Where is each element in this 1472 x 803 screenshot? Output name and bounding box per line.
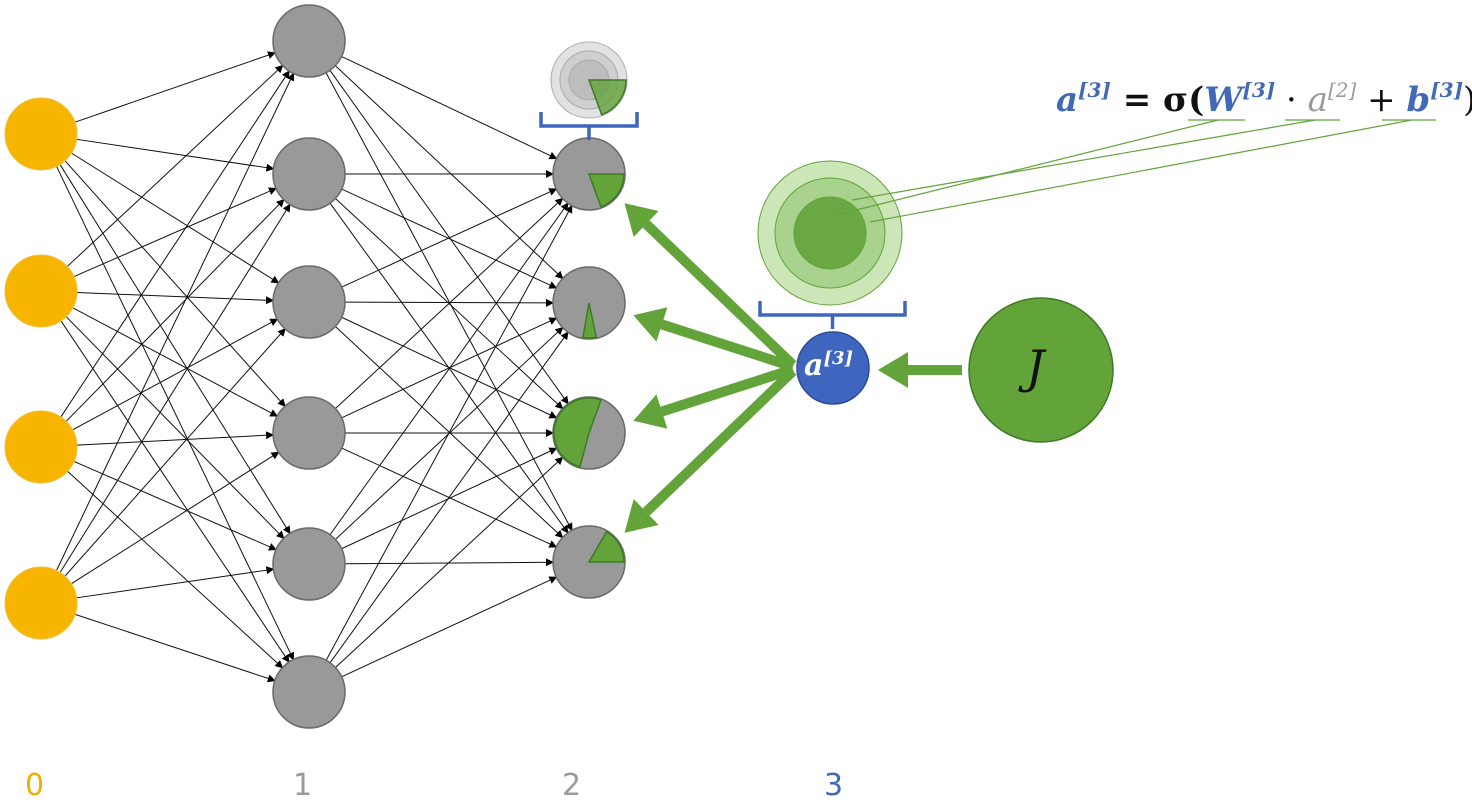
connection <box>341 188 558 288</box>
input-neuron <box>4 97 78 171</box>
connection <box>71 451 280 585</box>
connection <box>344 298 555 307</box>
connection <box>64 328 286 577</box>
connection <box>56 166 294 661</box>
connection <box>66 64 284 267</box>
backprop-arrow <box>642 367 797 516</box>
connection <box>325 204 573 661</box>
connection <box>341 576 558 678</box>
connection <box>60 70 290 418</box>
connection <box>325 72 573 532</box>
pointer-line <box>851 119 1316 201</box>
weight-share-wedge <box>587 79 627 116</box>
connection <box>60 320 290 663</box>
neurons <box>4 4 1114 729</box>
connection <box>76 138 275 172</box>
backprop-arrow-head <box>624 499 659 533</box>
hidden-neuron-layer1 <box>272 655 346 729</box>
connection <box>76 291 275 305</box>
connection <box>76 431 275 446</box>
connection <box>329 202 569 536</box>
activation-component-circle <box>793 196 867 270</box>
connection <box>75 613 276 683</box>
layer-label-3: 3 <box>824 768 844 803</box>
input-neuron <box>4 410 78 484</box>
connection <box>74 51 276 123</box>
connection <box>335 197 564 409</box>
connection <box>335 456 564 668</box>
backprop-arrow-head <box>633 307 668 342</box>
backprop-arrow <box>642 220 797 369</box>
connection <box>329 70 569 405</box>
connection <box>64 160 286 407</box>
backprop-arrow-head <box>633 394 668 429</box>
hidden-neuron-layer1 <box>272 4 346 78</box>
hidden-neuron-layer1 <box>272 396 346 470</box>
cost-label: J <box>1026 340 1045 394</box>
connections <box>56 51 573 683</box>
connection <box>65 198 285 422</box>
connection <box>73 460 277 551</box>
grouping-brace <box>539 112 639 140</box>
layer-label-2: 2 <box>562 768 582 803</box>
layer-label-1: 1 <box>293 768 313 803</box>
connection <box>59 164 291 535</box>
gradient-share-wedge <box>582 302 598 339</box>
input-neuron <box>4 254 78 328</box>
cost-arrow-head <box>878 352 908 388</box>
gradient-share-wedge <box>553 397 602 468</box>
connection <box>341 317 558 419</box>
connection <box>72 307 279 417</box>
backprop-arrow <box>660 319 795 372</box>
gradient-share-wedge <box>587 530 625 563</box>
connection <box>73 187 277 278</box>
pointer-line <box>835 119 1219 216</box>
layer-label-0: 0 <box>25 768 45 803</box>
pointer-line <box>869 119 1413 223</box>
backprop-arrow-head <box>624 203 659 237</box>
cost-node <box>968 297 1114 443</box>
grouping-brace <box>758 301 907 329</box>
connection <box>72 318 279 431</box>
activation-formula: a[3] = σ(W[3] · a[2] + b[3]) <box>1056 78 1472 120</box>
input-neuron <box>4 566 78 640</box>
backprop-arrow <box>660 364 795 417</box>
gradient-share-wedge <box>587 173 625 208</box>
hidden-neuron-layer1 <box>272 527 346 601</box>
connection <box>56 72 295 571</box>
gradient-arrows <box>624 203 962 533</box>
connection <box>341 447 558 550</box>
connection <box>341 55 558 160</box>
connection <box>329 331 569 664</box>
output-neuron-label: a[3] <box>804 348 854 383</box>
connection <box>334 65 564 280</box>
connection <box>76 566 275 599</box>
connection <box>71 152 280 284</box>
hidden-neuron-layer1 <box>272 137 346 211</box>
hidden-neuron-layer1 <box>272 265 346 339</box>
output-neuron <box>796 331 870 405</box>
connection <box>59 203 291 573</box>
